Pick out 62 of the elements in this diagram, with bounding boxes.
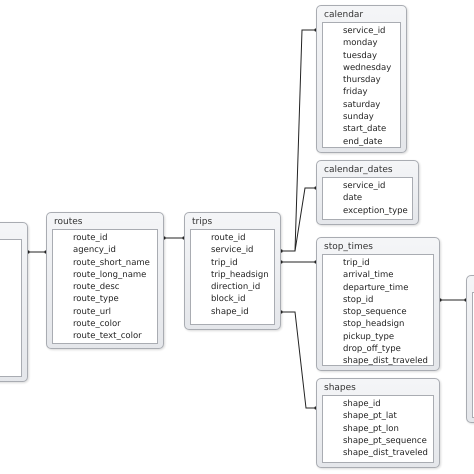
field-name: tuesday	[343, 50, 378, 62]
field-name: start_date	[343, 123, 388, 136]
field-name: sunday	[343, 111, 375, 124]
field-name: route_color	[73, 318, 122, 330]
field-name: monday	[343, 37, 379, 50]
relationship-line	[279, 310, 318, 410]
field-name: end_date	[343, 136, 384, 148]
field-name: direction_id	[211, 281, 262, 294]
field-name: service_id	[343, 25, 386, 38]
field-name: thursday	[343, 74, 382, 86]
field-name: departure_time	[343, 282, 410, 294]
relationship-line	[26, 250, 48, 254]
table-box	[316, 378, 440, 468]
table-box	[316, 160, 419, 225]
table-box	[46, 212, 164, 349]
field-name: shape_pt_lat	[343, 410, 398, 423]
field-name: trip_id	[343, 257, 371, 270]
field-name: service_id	[343, 180, 386, 192]
field-name: trip_headsign	[211, 268, 270, 282]
field-name: route_id	[211, 232, 246, 244]
table-title: routes	[53, 216, 84, 229]
field-name: stop_sequence	[343, 306, 408, 318]
table-box	[316, 5, 407, 153]
table-title: trips	[191, 216, 214, 229]
relationship-line	[162, 236, 186, 240]
table-title: stop_times	[323, 241, 374, 254]
field-name: shape_pt_sequence	[343, 434, 428, 448]
field-name: shape_pt_lon	[343, 422, 400, 435]
field-name: trip_id	[211, 256, 239, 269]
field-name: pickup_type	[343, 330, 396, 344]
field-name: route_text_color	[73, 330, 143, 343]
field-name: friday	[343, 86, 368, 99]
field-name: route_long_name	[73, 268, 148, 282]
field-name: drop_off_type	[343, 343, 402, 356]
relationship-line	[279, 186, 318, 253]
relationship-line	[279, 260, 318, 264]
field-name: stop_id	[343, 294, 374, 306]
field-name: shape_id	[211, 306, 250, 318]
table-title: calendar_dates	[323, 164, 394, 177]
field-name: route_id	[73, 232, 108, 244]
field-name: route_short_name	[73, 256, 151, 269]
field-name: shape_dist_traveled	[343, 355, 429, 368]
table-box	[0, 222, 28, 382]
field-name: agency_id	[73, 244, 117, 257]
field-name: shape_dist_traveled	[343, 447, 429, 460]
field-name: wednesday	[343, 62, 392, 74]
table-title: calendar	[323, 9, 364, 22]
field-name: route_type	[73, 293, 120, 306]
field-name: stop_headsign	[343, 318, 406, 331]
field-name: arrival_time	[343, 269, 394, 282]
field-name: date	[343, 192, 364, 205]
table-box	[184, 212, 281, 330]
relationship-line	[438, 298, 468, 302]
field-name: shape_id	[343, 398, 382, 410]
field-name: block_id	[211, 293, 247, 306]
field-name: service_id	[211, 244, 254, 257]
field-name: route_desc	[73, 281, 120, 294]
field-name: route_url	[73, 306, 112, 318]
field-name: saturday	[343, 98, 382, 112]
field-name: exception_type	[343, 204, 408, 217]
table-box	[316, 237, 440, 371]
table-title: shapes	[323, 382, 357, 395]
